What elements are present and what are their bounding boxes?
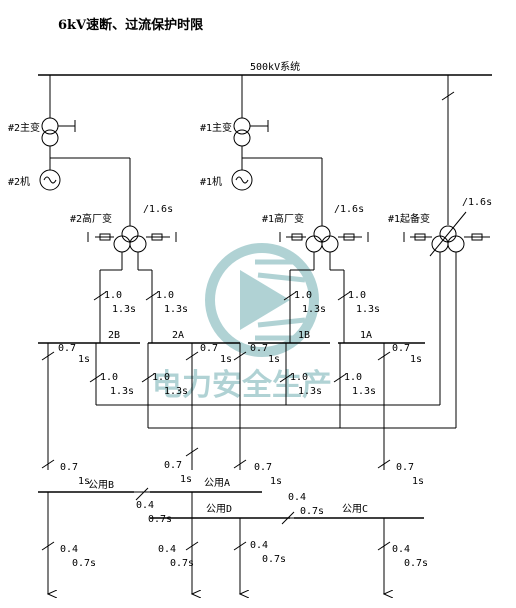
setting-1b-upper-t: 1.3s [302,304,326,315]
bus-pub-b-label: 公用B [88,480,114,491]
bus-pub-d-label: 公用D [206,504,232,515]
setting-load-1: 0.4 [60,544,78,555]
station-transformer-1-label: #1高厂变 [262,212,304,225]
station-transformer-1-time: /1.6s [334,204,364,215]
setting-pub-a-t: 1s [180,474,192,485]
setting-tie-2-t: 1s [220,354,232,365]
watermark-logo [205,243,319,357]
watermark-text: 电力安全生产 [152,368,332,403]
setting-pub-c-t: 1s [412,476,424,487]
setting-tie-3: 0.7 [250,343,268,354]
bus-pub-a-label: 公用A [204,478,230,489]
setting-tie-ba-t: 0.7s [148,514,172,525]
setting-load-3: 0.4 [250,540,268,551]
backup-transformer-label: #1起备变 [388,212,430,225]
setting-load-4-t: 0.7s [404,558,428,569]
setting-load-2-t: 0.7s [170,558,194,569]
setting-2b-lower-t: 1.3s [110,386,134,397]
unit-2 [39,75,76,191]
setting-tie-4-t: 1s [410,354,422,365]
setting-tie-4: 0.7 [392,343,410,354]
setting-pub-d-t: 1s [270,476,282,487]
bus-2b-label: 2B [108,330,120,341]
unit-2-transformer-label: #2主变 [8,121,40,134]
setting-2b-upper: 1.0 [104,290,122,301]
setting-1a-upper: 1.0 [348,290,366,301]
setting-tie-ba: 0.4 [136,500,154,511]
setting-load-1-t: 0.7s [72,558,96,569]
setting-2a-lower: 1.0 [152,372,170,383]
setting-2a-lower-t: 1.3s [164,386,188,397]
unit-1-transformer-label: #1主变 [200,121,232,134]
setting-tie-2: 0.7 [200,343,218,354]
setting-tie-dc-t: 0.7s [300,506,324,517]
setting-1b-upper: 1.0 [294,290,312,301]
setting-pub-d: 0.7 [254,462,272,473]
unit-1-generator-label: #1机 [200,175,222,188]
setting-pub-b: 0.7 [60,462,78,473]
page-title: 6kV速断、过流保护时限 [58,18,204,33]
bus-1a-label: 1A [360,330,372,341]
bus-pub-c-label: 公用C [342,504,368,515]
setting-1a-lower-t: 1.3s [352,386,376,397]
setting-1b-lower: 1.0 [290,372,308,383]
setting-load-3-t: 0.7s [262,554,286,565]
setting-tie-1-t: 1s [78,354,90,365]
station-transformer-2-time: /1.6s [143,204,173,215]
setting-2b-upper-t: 1.3s [112,304,136,315]
unit-1 [231,75,269,191]
setting-2a-upper: 1.0 [156,290,174,301]
setting-2a-upper-t: 1.3s [164,304,188,315]
setting-pub-b-t: 1s [78,476,90,487]
setting-load-2: 0.4 [158,544,176,555]
setting-1a-lower: 1.0 [344,372,362,383]
station-transformer-2 [87,225,177,253]
setting-load-4: 0.4 [392,544,410,555]
setting-1b-lower-t: 1.3s [298,386,322,397]
setting-tie-1: 0.7 [58,343,76,354]
station-transformer-1 [279,225,369,253]
unit-2-generator-label: #2机 [8,175,30,188]
setting-pub-a: 0.7 [164,460,182,471]
setting-1a-upper-t: 1.3s [356,304,380,315]
500kv-bus-label: 500kV系统 [250,60,300,73]
bus-2a-label: 2A [172,330,184,341]
bus-1b-label: 1B [298,330,310,341]
setting-2b-lower: 1.0 [100,372,118,383]
setting-tie-3-t: 1s [268,354,280,365]
setting-tie-dc: 0.4 [288,492,306,503]
station-transformer-2-label: #2高厂变 [70,212,112,225]
setting-pub-c: 0.7 [396,462,414,473]
backup-transformer-time: /1.6s [462,197,492,208]
